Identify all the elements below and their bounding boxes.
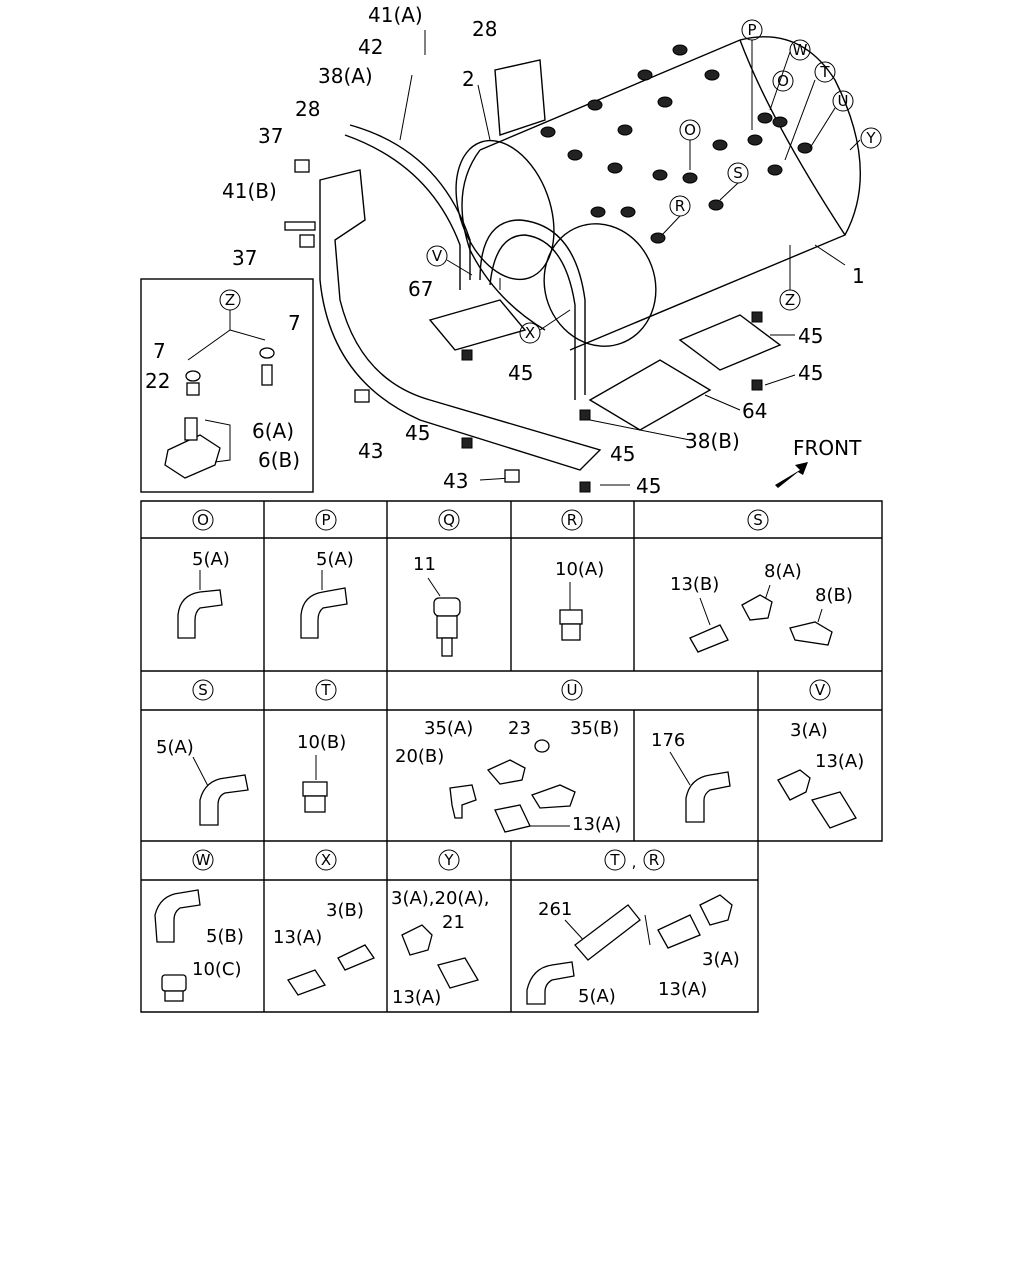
cell-header-t: T bbox=[320, 681, 331, 699]
bolts bbox=[284, 159, 763, 493]
svg-text:Z: Z bbox=[785, 291, 795, 309]
cell-header-u: U bbox=[567, 681, 578, 699]
svg-text:8(B): 8(B) bbox=[815, 585, 853, 606]
svg-text:S: S bbox=[733, 164, 743, 182]
svg-text:23: 23 bbox=[508, 718, 531, 739]
svg-text:8(A): 8(A) bbox=[764, 561, 802, 582]
callout: 45 bbox=[636, 474, 661, 498]
callout: 64 bbox=[742, 399, 767, 423]
svg-text:35(A): 35(A) bbox=[424, 718, 473, 739]
cell-header-x: X bbox=[321, 851, 331, 869]
svg-text:V: V bbox=[432, 247, 443, 265]
svg-text:35(B): 35(B) bbox=[570, 718, 619, 739]
callout: 28 bbox=[295, 97, 320, 121]
cell-header-y: Y bbox=[443, 851, 454, 869]
callout: 41(B) bbox=[222, 179, 277, 203]
callout: 45 bbox=[508, 361, 533, 385]
svg-text:W: W bbox=[793, 41, 808, 59]
svg-text:13(A): 13(A) bbox=[658, 979, 707, 1000]
svg-text:10(C): 10(C) bbox=[192, 959, 242, 980]
cell-header-v: V bbox=[815, 681, 826, 699]
callout: 37 bbox=[258, 124, 283, 148]
svg-text:176: 176 bbox=[651, 730, 685, 751]
svg-text:P: P bbox=[747, 21, 756, 39]
callout: 42 bbox=[358, 35, 383, 59]
main-circled-refs: P W O T U Y O S R V X Z bbox=[426, 19, 882, 344]
svg-text:11: 11 bbox=[413, 554, 436, 575]
svg-text:7: 7 bbox=[288, 311, 301, 335]
svg-text:13(B): 13(B) bbox=[670, 574, 719, 595]
svg-text:22: 22 bbox=[145, 369, 170, 393]
svg-text:Y: Y bbox=[865, 129, 876, 147]
svg-text:O: O bbox=[684, 121, 696, 139]
callout: 38(B) bbox=[685, 429, 740, 453]
svg-text:13(A): 13(A) bbox=[273, 927, 322, 948]
cell-header-r: R bbox=[567, 511, 577, 529]
callout: 45 bbox=[798, 324, 823, 348]
callout: 41(A) bbox=[368, 3, 423, 27]
cell-header-s2: S bbox=[198, 681, 208, 699]
callout: 43 bbox=[443, 469, 468, 493]
front-label: FRONT bbox=[793, 436, 862, 460]
svg-text:R: R bbox=[675, 197, 685, 215]
fuel-tank-assembly bbox=[284, 30, 861, 493]
cell-header-w: W bbox=[196, 851, 211, 869]
svg-text:O: O bbox=[777, 72, 789, 90]
tank-fittings bbox=[540, 44, 813, 244]
front-arrow-icon bbox=[775, 462, 808, 488]
main-callouts: 41(A) 42 28 38(A) 2 28 37 41(B) 37 67 45… bbox=[222, 3, 865, 498]
cell-header-t: T bbox=[609, 851, 620, 869]
svg-text:3(B): 3(B) bbox=[326, 900, 364, 921]
cell-header-q: Q bbox=[443, 511, 455, 529]
callout: 1 bbox=[852, 264, 865, 288]
svg-text:X: X bbox=[525, 324, 535, 342]
cell-header-o: O bbox=[197, 511, 209, 529]
svg-text:6(A): 6(A) bbox=[252, 419, 294, 443]
svg-text:5(A): 5(A) bbox=[578, 986, 616, 1007]
svg-text:21: 21 bbox=[442, 912, 465, 933]
cell-header-p: P bbox=[321, 511, 330, 529]
inset-z: Z 7 7 22 6(A) 6(B) bbox=[140, 278, 314, 493]
svg-text:U: U bbox=[838, 92, 849, 110]
cell-header-separator: , bbox=[632, 853, 637, 871]
svg-text:10(B): 10(B) bbox=[297, 732, 346, 753]
cell-header-r: R bbox=[649, 851, 659, 869]
inset-header: Z bbox=[225, 291, 235, 309]
callout: 45 bbox=[610, 442, 635, 466]
svg-text:T: T bbox=[819, 63, 830, 81]
svg-text:5(A): 5(A) bbox=[316, 549, 354, 570]
callout: 67 bbox=[408, 277, 433, 301]
svg-text:3(A): 3(A) bbox=[702, 949, 740, 970]
svg-text:10(A): 10(A) bbox=[555, 559, 604, 580]
svg-text:6(B): 6(B) bbox=[258, 448, 300, 472]
callout: 38(A) bbox=[318, 64, 373, 88]
svg-text:3(A),20(A),: 3(A),20(A), bbox=[391, 888, 490, 909]
svg-text:20(B): 20(B) bbox=[395, 746, 444, 767]
svg-text:3(A): 3(A) bbox=[790, 720, 828, 741]
svg-text:13(A): 13(A) bbox=[392, 987, 441, 1008]
detail-table: O P Q R S S T U V W X Y T , R 5(A) 5(A) … bbox=[140, 500, 883, 1013]
callout: 2 bbox=[462, 67, 475, 91]
cell-header-s: S bbox=[753, 511, 763, 529]
svg-text:13(A): 13(A) bbox=[572, 814, 621, 835]
callout: 28 bbox=[472, 17, 497, 41]
svg-text:13(A): 13(A) bbox=[815, 751, 864, 772]
svg-text:5(B): 5(B) bbox=[206, 926, 244, 947]
svg-text:5(A): 5(A) bbox=[156, 737, 194, 758]
svg-text:261: 261 bbox=[538, 899, 572, 920]
callout: 37 bbox=[232, 246, 257, 270]
svg-text:7: 7 bbox=[153, 339, 166, 363]
svg-text:5(A): 5(A) bbox=[192, 549, 230, 570]
callout: 45 bbox=[798, 361, 823, 385]
callout: 43 bbox=[358, 439, 383, 463]
callout: 45 bbox=[405, 421, 430, 445]
